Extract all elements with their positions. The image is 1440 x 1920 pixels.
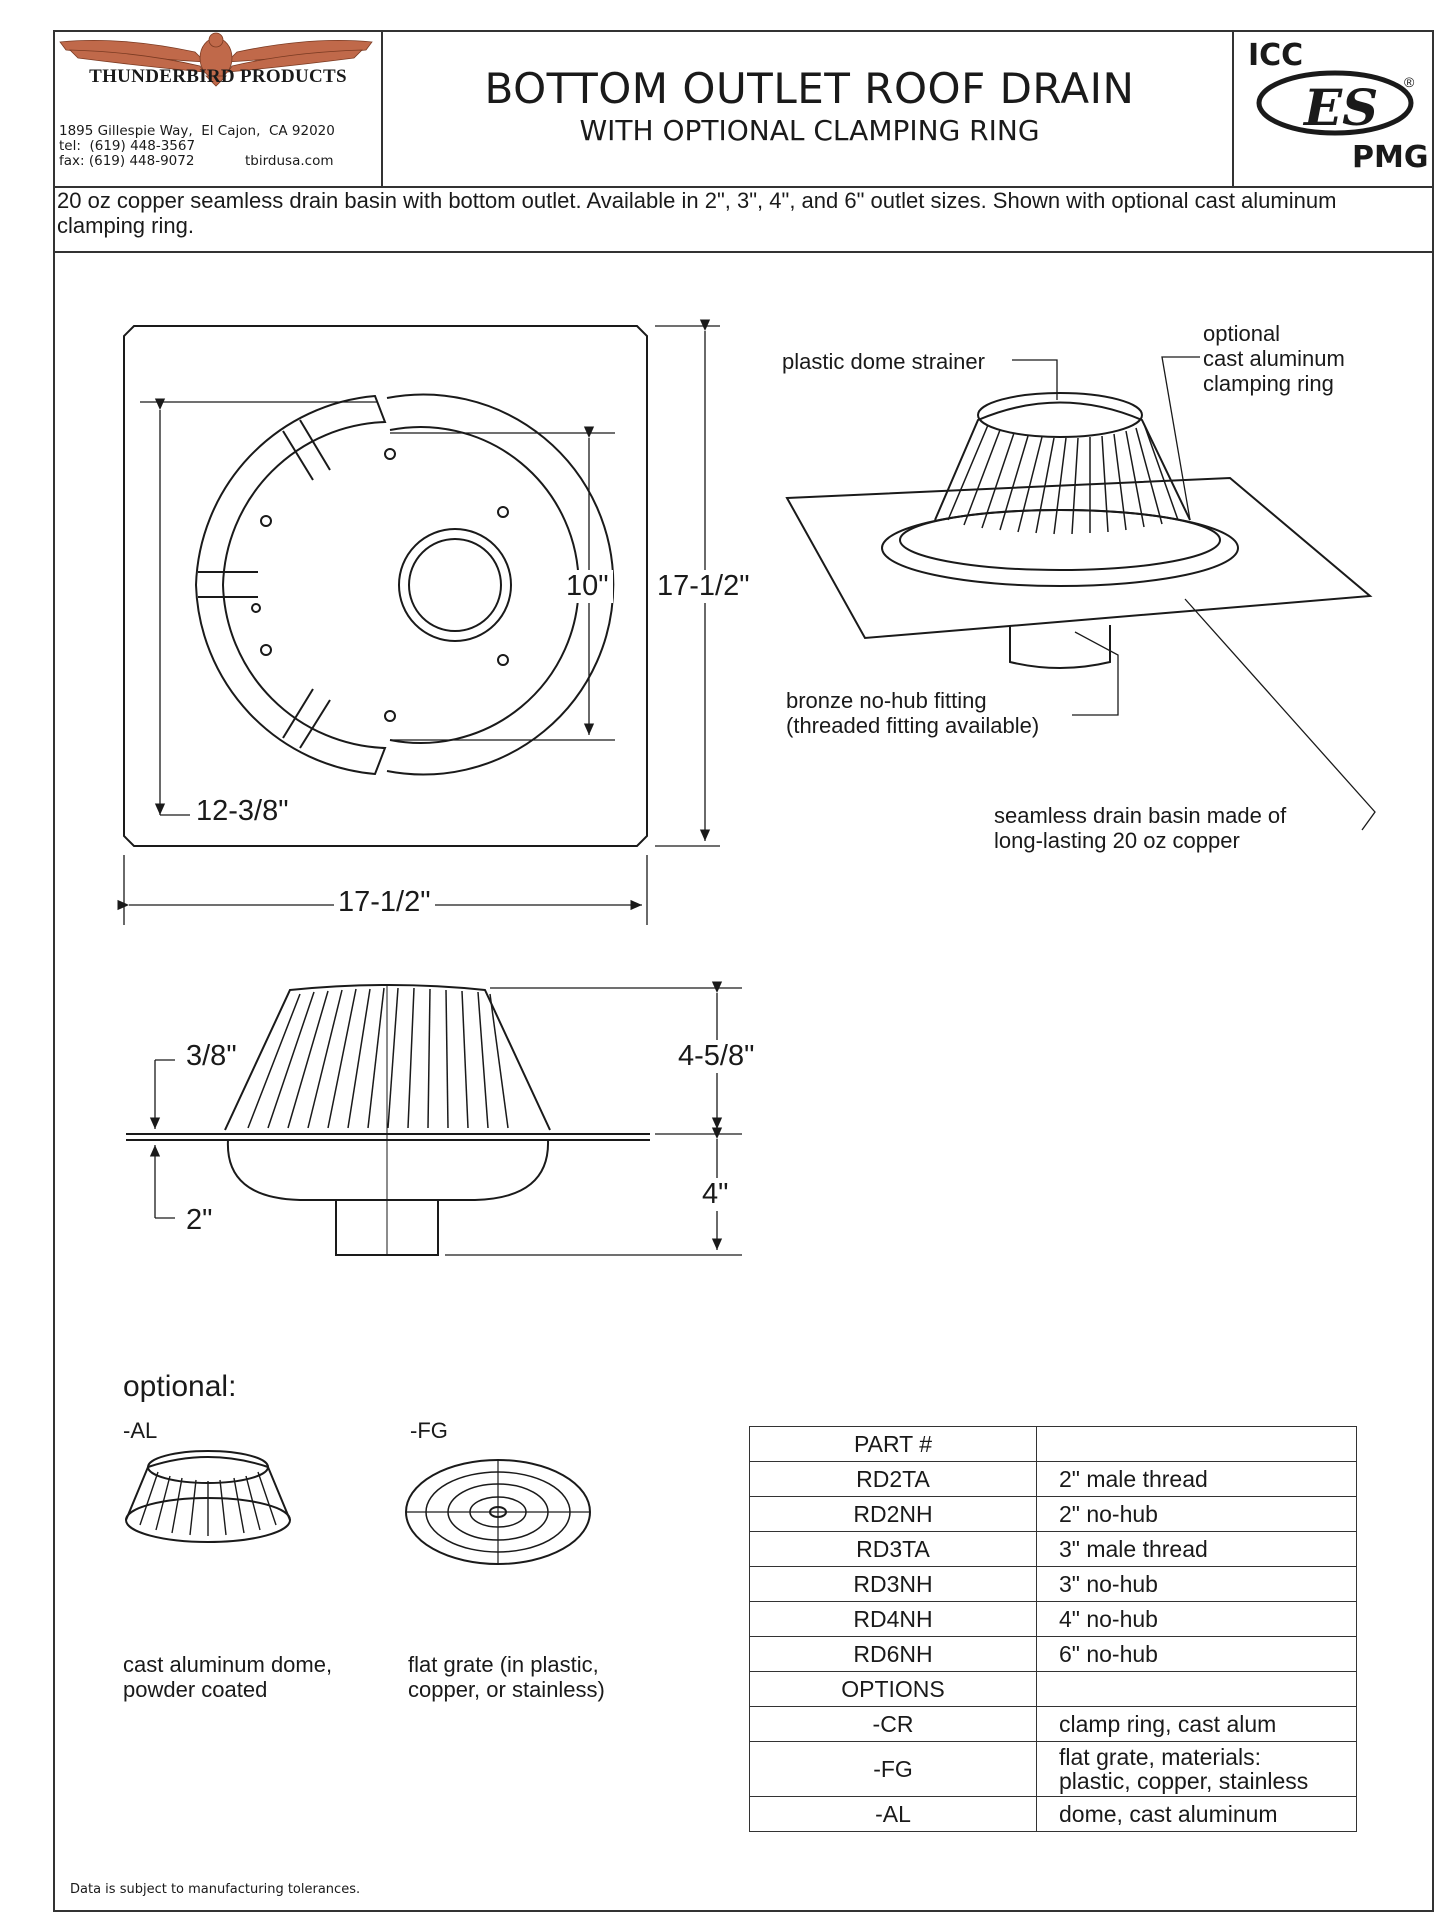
part-description: 2" no-hub bbox=[1036, 1496, 1357, 1532]
table-row: RD2TA 2" male thread bbox=[749, 1461, 1357, 1497]
part-number: RD6NH bbox=[749, 1636, 1037, 1672]
cast-aluminum-dome-drawing bbox=[125, 1450, 291, 1543]
company-tel: tel: (619) 448-3567 bbox=[59, 138, 196, 154]
part-description: 6" no-hub bbox=[1036, 1636, 1357, 1672]
part-number: RD3TA bbox=[749, 1531, 1037, 1567]
table-row: -AL dome, cast aluminum bbox=[749, 1796, 1357, 1832]
part-description: 3" no-hub bbox=[1036, 1566, 1357, 1602]
label-fitting-1: bronze no-hub fitting bbox=[786, 688, 987, 713]
product-description: 20 oz copper seamless drain basin with b… bbox=[57, 188, 1337, 238]
label-ring-3: clamping ring bbox=[1203, 371, 1334, 396]
cert-reg: ® bbox=[1404, 74, 1415, 90]
cert-icc: ICC bbox=[1248, 38, 1304, 73]
part-description: 2" male thread bbox=[1036, 1461, 1357, 1497]
thunderbird-logo bbox=[59, 32, 373, 87]
option-code: -AL bbox=[749, 1796, 1037, 1832]
title-block: THUNDERBIRD PRODUCTS 1895 Gillespie Way,… bbox=[55, 32, 1432, 188]
label-basin-1: seamless drain basin made of bbox=[994, 803, 1287, 828]
options-header-desc bbox=[1036, 1671, 1357, 1707]
optional-al-code: -AL bbox=[123, 1418, 158, 1443]
part-number: RD2NH bbox=[749, 1496, 1037, 1532]
certification-block: ICC ES ® PMG bbox=[1232, 32, 1432, 186]
part-number: RD3NH bbox=[749, 1566, 1037, 1602]
description-divider bbox=[55, 251, 1432, 253]
label-basin-2: long-lasting 20 oz copper bbox=[994, 828, 1240, 853]
dim-side-flange: 3/8" bbox=[182, 1040, 241, 1073]
cert-pmg: PMG bbox=[1352, 140, 1429, 175]
option-description: clamp ring, cast alum bbox=[1036, 1706, 1357, 1742]
part-description: 4" no-hub bbox=[1036, 1601, 1357, 1637]
table-header-part: PART # bbox=[749, 1426, 1037, 1462]
optional-fg-desc-2: copper, or stainless) bbox=[408, 1677, 605, 1702]
footer-note: Data is subject to manufacturing toleran… bbox=[70, 1882, 361, 1897]
dim-side-basin: 4" bbox=[698, 1178, 733, 1211]
cert-es: ES bbox=[1304, 78, 1379, 137]
label-ring-2: cast aluminum bbox=[1203, 346, 1345, 371]
dim-plan-inner: 12-3/8" bbox=[192, 795, 293, 828]
dim-plan-height: 17-1/2" bbox=[653, 570, 754, 603]
part-number: RD4NH bbox=[749, 1601, 1037, 1637]
dim-plan-ring: 10" bbox=[562, 570, 613, 603]
page-subtitle: WITH OPTIONAL CLAMPING RING bbox=[579, 114, 1040, 147]
option-description-line2: plastic, copper, stainless bbox=[1059, 1768, 1309, 1794]
table-header-desc bbox=[1036, 1426, 1357, 1462]
dim-side-dome: 4-5/8" bbox=[674, 1040, 759, 1073]
table-row: RD3TA 3" male thread bbox=[749, 1531, 1357, 1567]
part-description: 3" male thread bbox=[1036, 1531, 1357, 1567]
flat-grate-drawing bbox=[405, 1459, 591, 1565]
option-code: -CR bbox=[749, 1706, 1037, 1742]
company-address: 1895 Gillespie Way, El Cajon, CA 92020 bbox=[59, 123, 335, 139]
table-row: RD4NH 4" no-hub bbox=[749, 1601, 1357, 1637]
option-description-line1: flat grate, materials: bbox=[1059, 1744, 1261, 1770]
drawing-sheet: THUNDERBIRD PRODUCTS 1895 Gillespie Way,… bbox=[53, 30, 1434, 1912]
dim-plan-width: 17-1/2" bbox=[334, 886, 435, 919]
side-view-drawing bbox=[126, 981, 742, 1256]
part-number: RD2TA bbox=[749, 1461, 1037, 1497]
parts-table: PART # RD2TA 2" male thread RD2NH 2" no-… bbox=[749, 1426, 1357, 1832]
option-code: -FG bbox=[749, 1741, 1037, 1797]
company-name: THUNDERBIRD PRODUCTS bbox=[89, 66, 347, 87]
optional-fg-code: -FG bbox=[410, 1418, 448, 1443]
option-description: flat grate, materials: plastic, copper, … bbox=[1036, 1741, 1357, 1797]
optional-al-desc-1: cast aluminum dome, bbox=[123, 1652, 333, 1677]
options-header: OPTIONS bbox=[749, 1671, 1037, 1707]
option-description: dome, cast aluminum bbox=[1036, 1796, 1357, 1832]
company-fax: fax: (619) 448-9072 bbox=[59, 153, 195, 169]
table-row: RD2NH 2" no-hub bbox=[749, 1496, 1357, 1532]
dim-side-outlet: 2" bbox=[182, 1204, 217, 1237]
optional-title: optional: bbox=[123, 1370, 237, 1403]
optional-fg-desc-1: flat grate (in plastic, bbox=[408, 1652, 599, 1677]
company-block: THUNDERBIRD PRODUCTS 1895 Gillespie Way,… bbox=[55, 32, 383, 186]
table-row: -CR clamp ring, cast alum bbox=[749, 1706, 1357, 1742]
table-row: -FG flat grate, materials: plastic, copp… bbox=[749, 1741, 1357, 1797]
label-strainer: plastic dome strainer bbox=[782, 349, 985, 374]
table-row: RD3NH 3" no-hub bbox=[749, 1566, 1357, 1602]
table-row: PART # bbox=[749, 1426, 1357, 1462]
label-ring-1: optional bbox=[1203, 321, 1281, 346]
page-title: BOTTOM OUTLET ROOF DRAIN bbox=[484, 64, 1135, 113]
company-website: tbirdusa.com bbox=[245, 153, 334, 169]
iso-view-drawing bbox=[785, 356, 1376, 831]
table-row: OPTIONS bbox=[749, 1671, 1357, 1707]
icc-es-logo bbox=[1256, 70, 1414, 136]
table-row: RD6NH 6" no-hub bbox=[749, 1636, 1357, 1672]
label-fitting-2: (threaded fitting available) bbox=[786, 713, 1040, 738]
optional-al-desc-2: powder coated bbox=[123, 1677, 268, 1702]
